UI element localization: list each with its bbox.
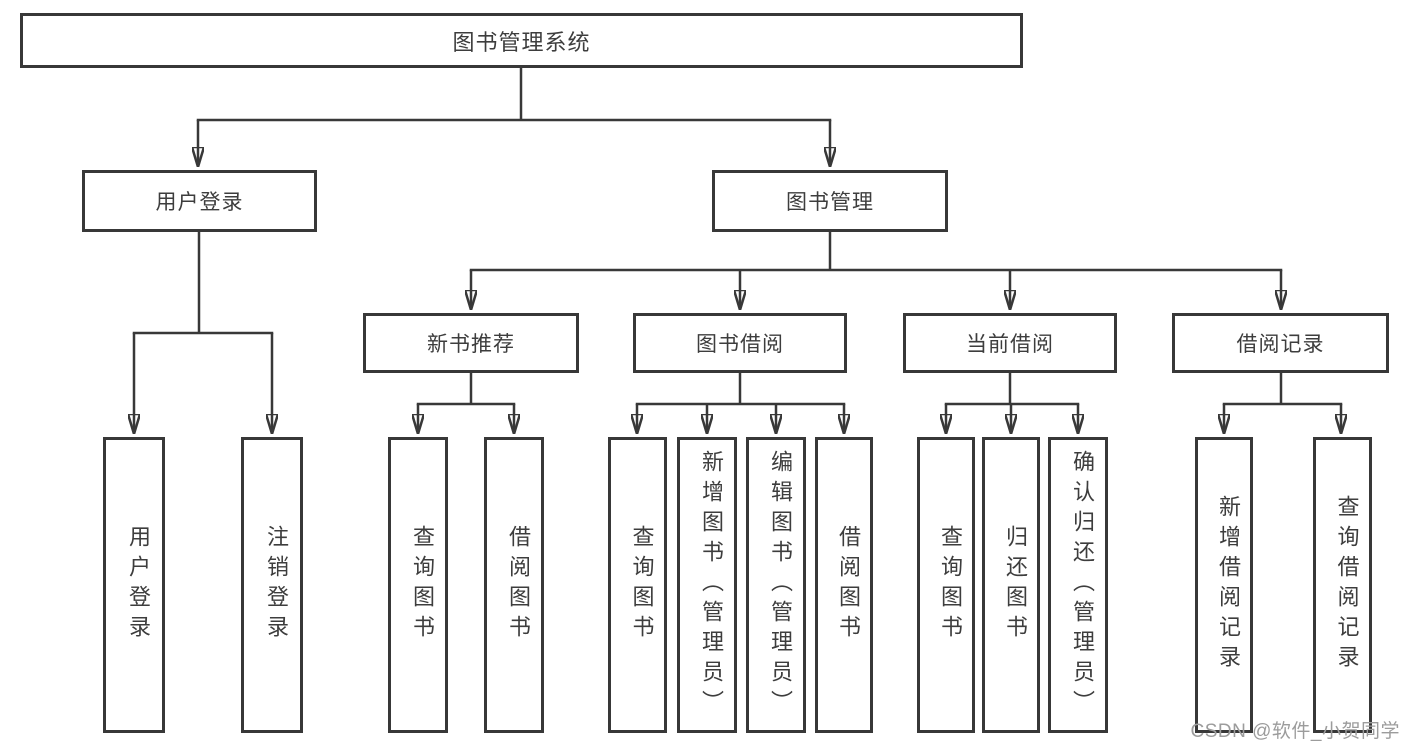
leaf-borrow-books: 借阅图书 bbox=[815, 437, 873, 733]
leaf-query-books-recommend: 查询图书 bbox=[388, 437, 448, 733]
node-label: 新增借阅记录 bbox=[1216, 495, 1241, 675]
node-library-system: 图书管理系统 bbox=[20, 13, 1023, 68]
node-label: 当前借阅 bbox=[966, 333, 1054, 356]
node-label: 图书管理系统 bbox=[452, 29, 591, 55]
leaf-add-borrow-record: 新增借阅记录 bbox=[1195, 437, 1253, 733]
connector-book-borrow bbox=[637, 371, 844, 433]
node-label: 图书管理 bbox=[786, 191, 874, 214]
node-book-borrow: 图书借阅 bbox=[633, 313, 847, 373]
leaf-return-book: 归还图书 bbox=[982, 437, 1040, 733]
node-label: 查询图书 bbox=[938, 525, 963, 645]
leaf-edit-book-admin: 编辑图书（管理员） bbox=[746, 437, 806, 733]
node-label: 注销登录 bbox=[264, 525, 289, 645]
connector-user-login bbox=[134, 230, 272, 433]
leaf-confirm-return-admin: 确认归还（管理员） bbox=[1048, 437, 1108, 733]
leaf-query-books-borrow: 查询图书 bbox=[608, 437, 667, 733]
connector-root bbox=[198, 66, 830, 166]
connector-new-book-recommend bbox=[418, 371, 514, 433]
leaf-query-books-current: 查询图书 bbox=[917, 437, 975, 733]
node-book-management: 图书管理 bbox=[712, 170, 948, 232]
watermark: CSDN @软件_小贺同学 bbox=[1190, 721, 1400, 742]
connector-book-management bbox=[471, 230, 1281, 309]
node-label: 借阅图书 bbox=[506, 525, 531, 645]
node-label: 新增图书（管理员） bbox=[699, 450, 724, 720]
leaf-borrow-books-recommend: 借阅图书 bbox=[484, 437, 544, 733]
node-user-login: 用户登录 bbox=[82, 170, 317, 232]
leaf-user-login: 用户登录 bbox=[103, 437, 165, 733]
node-new-book-recommend: 新书推荐 bbox=[363, 313, 579, 373]
node-label: 新书推荐 bbox=[427, 333, 515, 356]
connector-current-borrow bbox=[946, 371, 1078, 433]
node-label: 图书借阅 bbox=[696, 333, 784, 356]
node-label: 查询图书 bbox=[410, 525, 435, 645]
node-current-borrow: 当前借阅 bbox=[903, 313, 1117, 373]
node-label: 查询图书 bbox=[629, 525, 655, 645]
node-label: 用户登录 bbox=[155, 191, 244, 214]
leaf-add-book-admin: 新增图书（管理员） bbox=[677, 437, 737, 733]
node-label: 编辑图书（管理员） bbox=[768, 450, 793, 720]
node-label: 归还图书 bbox=[1003, 525, 1028, 645]
node-label: 借阅记录 bbox=[1236, 333, 1325, 356]
leaf-logout: 注销登录 bbox=[241, 437, 303, 733]
node-label: 用户登录 bbox=[126, 525, 151, 645]
node-borrow-records: 借阅记录 bbox=[1172, 313, 1389, 373]
node-label: 确认归还（管理员） bbox=[1070, 450, 1095, 720]
node-label: 查询借阅记录 bbox=[1334, 495, 1360, 675]
connector-borrow-records bbox=[1224, 371, 1341, 433]
leaf-query-borrow-record: 查询借阅记录 bbox=[1313, 437, 1372, 733]
node-label: 借阅图书 bbox=[836, 525, 861, 645]
